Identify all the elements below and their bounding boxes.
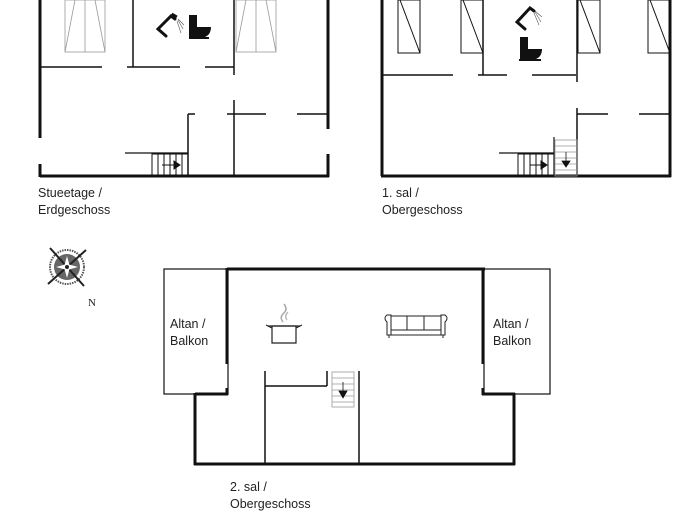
- floor-plan-drawing: [38, 0, 672, 466]
- toilet-icon: [189, 15, 211, 39]
- shower-icon: [514, 5, 543, 31]
- room-label-line2: Balkon: [170, 334, 209, 348]
- skylight-window-icon: [460, 0, 484, 54]
- stairs-icon: [151, 153, 189, 177]
- room-label-line1: Altan /: [170, 317, 206, 331]
- floor-label-ground: Stueetage / Erdgeschoss: [38, 185, 110, 219]
- room-label-line1: Altan /: [493, 317, 529, 331]
- first-floor-plan: [380, 0, 672, 178]
- floor-label-line1: 1. sal /: [382, 186, 419, 200]
- ground-floor-plan: [38, 0, 330, 178]
- floor-label-line1: Stueetage /: [38, 186, 102, 200]
- floor-label-first: 1. sal / Obergeschoss: [382, 185, 463, 219]
- floor-label-line2: Obergeschoss: [382, 203, 463, 217]
- toilet-icon: [519, 37, 542, 61]
- cooking-pot-icon: [265, 303, 303, 344]
- stairs-icon: [554, 139, 578, 177]
- skylight-window-icon: [577, 0, 601, 54]
- skylight-window-icon: [647, 0, 671, 54]
- shower-icon: [155, 12, 185, 38]
- room-label-line2: Balkon: [493, 334, 532, 348]
- floor-label-line1: 2. sal /: [230, 480, 267, 494]
- floor-label-line2: Obergeschoss: [230, 497, 311, 511]
- sofa-icon: [384, 314, 448, 338]
- skylight-window-icon: [64, 0, 106, 53]
- skylight-window-icon: [397, 0, 421, 54]
- floor-label-second: 2. sal / Obergeschoss: [230, 479, 311, 513]
- room-label-balcony-right: Altan / Balkon: [493, 316, 531, 350]
- second-floor-plan: [163, 267, 551, 466]
- north-label: N: [88, 297, 96, 309]
- stairs-icon: [331, 371, 355, 408]
- stairs-icon: [517, 153, 555, 177]
- compass-rose-icon: [47, 247, 87, 287]
- skylight-window-icon: [235, 0, 277, 53]
- room-label-balcony-left: Altan / Balkon: [170, 316, 208, 350]
- floor-label-line2: Erdgeschoss: [38, 203, 111, 217]
